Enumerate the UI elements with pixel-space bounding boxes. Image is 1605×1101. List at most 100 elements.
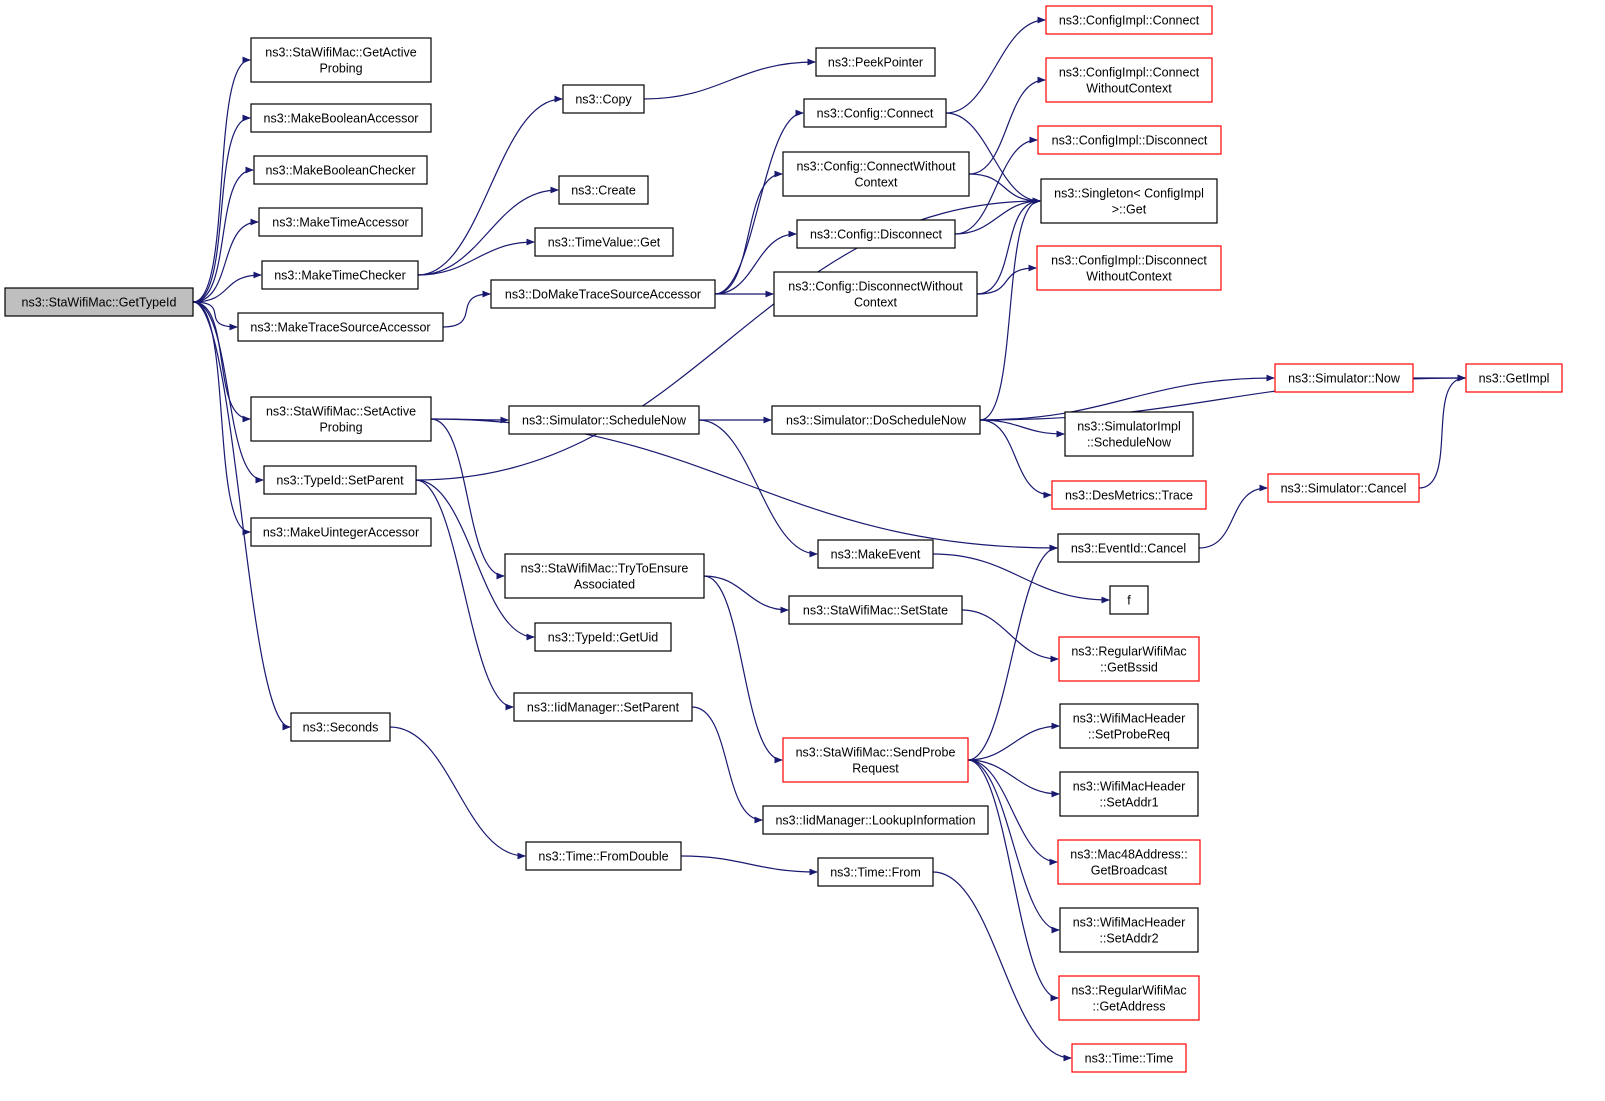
node-implDisconnect[interactable]: ns3::ConfigImpl::Disconnect bbox=[1037, 125, 1222, 155]
node-box bbox=[250, 103, 432, 133]
edge-setActiveProbing-to-eventIdCancel bbox=[430, 418, 1058, 552]
node-label: Context bbox=[854, 296, 898, 310]
node-peekPointer[interactable]: ns3::PeekPointer bbox=[815, 47, 936, 77]
node-label: ns3::Mac48Address:: bbox=[1070, 848, 1187, 862]
node-f[interactable]: f bbox=[1109, 585, 1149, 615]
node-box bbox=[796, 219, 956, 249]
node-typeIdSetParent[interactable]: ns3::TypeId::SetParent bbox=[263, 465, 417, 495]
edge-typeIdSetParent-to-singletonGet bbox=[415, 197, 1041, 481]
node-label: ns3::DesMetrics::Trace bbox=[1065, 489, 1193, 503]
node-makeBoolAcc[interactable]: ns3::MakeBooleanAccessor bbox=[250, 103, 432, 133]
node-iidSetParent[interactable]: ns3::IidManager::SetParent bbox=[513, 692, 693, 722]
node-doMakeTraceSrcAcc[interactable]: ns3::DoMakeTraceSourceAccessor bbox=[490, 279, 716, 309]
node-timeTime[interactable]: ns3::Time::Time bbox=[1071, 1043, 1187, 1073]
node-setAddr2[interactable]: ns3::WifiMacHeader::SetAddr2 bbox=[1059, 907, 1199, 953]
edge-timeFrom-to-timeTime bbox=[932, 871, 1072, 1062]
node-box bbox=[250, 396, 432, 442]
node-singletonGet[interactable]: ns3::Singleton< ConfigImpl>::Get bbox=[1040, 178, 1218, 224]
node-create[interactable]: ns3::Create bbox=[558, 175, 649, 205]
node-setAddr1[interactable]: ns3::WifiMacHeader::SetAddr1 bbox=[1059, 771, 1199, 817]
node-box bbox=[1059, 907, 1199, 953]
node-box bbox=[4, 287, 194, 317]
node-label: ns3::MakeTraceSourceAccessor bbox=[250, 321, 430, 335]
node-label: ns3::MakeUintegerAccessor bbox=[263, 526, 419, 540]
node-label: ns3::MakeEvent bbox=[831, 548, 921, 562]
node-label: ns3::ConfigImpl::Connect bbox=[1059, 14, 1200, 28]
node-eventIdCancel[interactable]: ns3::EventId::Cancel bbox=[1057, 533, 1200, 563]
node-getBssid[interactable]: ns3::RegularWifiMac::GetBssid bbox=[1058, 636, 1200, 682]
edge-cfgConnectWC-to-implConnectWC bbox=[968, 76, 1046, 175]
node-box bbox=[788, 595, 963, 625]
node-box bbox=[490, 279, 716, 309]
node-box bbox=[771, 405, 981, 435]
node-setState[interactable]: ns3::StaWifiMac::SetState bbox=[788, 595, 963, 625]
edge-root-to-typeIdSetParent bbox=[192, 301, 264, 484]
node-root[interactable]: ns3::StaWifiMac::GetTypeId bbox=[4, 287, 194, 317]
node-getBroadcast[interactable]: ns3::Mac48Address::GetBroadcast bbox=[1057, 839, 1201, 885]
node-makeEvent[interactable]: ns3::MakeEvent bbox=[817, 539, 934, 569]
node-makeTimeAcc[interactable]: ns3::MakeTimeAccessor bbox=[258, 207, 423, 237]
node-box bbox=[250, 517, 432, 547]
node-box bbox=[817, 539, 934, 569]
node-box bbox=[237, 312, 444, 342]
edge-makeTimeChk-to-create bbox=[417, 186, 559, 276]
node-label: WithoutContext bbox=[1086, 82, 1172, 96]
node-label: Request bbox=[852, 762, 899, 776]
node-makeUintAcc[interactable]: ns3::MakeUintegerAccessor bbox=[250, 517, 432, 547]
node-implConnect[interactable]: ns3::ConfigImpl::Connect bbox=[1045, 5, 1213, 35]
node-label: ns3::TimeValue::Get bbox=[548, 236, 661, 250]
node-box bbox=[534, 227, 674, 257]
edge-root-to-getActiveProbing bbox=[192, 56, 251, 303]
edge-doScheduleNow-to-simImplScheduleNow bbox=[979, 419, 1065, 438]
node-copy[interactable]: ns3::Copy bbox=[562, 84, 645, 114]
node-box bbox=[1057, 533, 1200, 563]
node-label: ns3::Time::Time bbox=[1085, 1052, 1174, 1066]
node-box bbox=[261, 260, 419, 290]
node-scheduleNow[interactable]: ns3::Simulator::ScheduleNow bbox=[508, 405, 700, 435]
node-box bbox=[1036, 245, 1222, 291]
node-box bbox=[508, 405, 700, 435]
node-doScheduleNow[interactable]: ns3::Simulator::DoScheduleNow bbox=[771, 405, 981, 435]
node-box bbox=[525, 841, 682, 871]
node-timeValueGet[interactable]: ns3::TimeValue::Get bbox=[534, 227, 674, 257]
node-simImplScheduleNow[interactable]: ns3::SimulatorImpl::ScheduleNow bbox=[1064, 411, 1194, 457]
edge-cfgDisconnectWC-to-singletonGet bbox=[976, 197, 1041, 295]
node-makeTraceSrcAcc[interactable]: ns3::MakeTraceSourceAccessor bbox=[237, 312, 444, 342]
node-label: ns3::WifiMacHeader bbox=[1073, 712, 1186, 726]
node-seconds[interactable]: ns3::Seconds bbox=[290, 712, 391, 742]
node-timeFrom[interactable]: ns3::Time::From bbox=[817, 857, 934, 887]
node-simCancel[interactable]: ns3::Simulator::Cancel bbox=[1267, 473, 1420, 503]
node-makeTimeChk[interactable]: ns3::MakeTimeChecker bbox=[261, 260, 419, 290]
edge-typeIdSetParent-to-getUid bbox=[415, 479, 535, 641]
node-implDisconnectWC[interactable]: ns3::ConfigImpl::DisconnectWithoutContex… bbox=[1036, 245, 1222, 291]
node-box bbox=[1058, 975, 1200, 1021]
node-simNow[interactable]: ns3::Simulator::Now bbox=[1274, 363, 1414, 393]
node-cfgConnect[interactable]: ns3::Config::Connect bbox=[803, 98, 947, 128]
node-box bbox=[817, 857, 934, 887]
node-box bbox=[815, 47, 936, 77]
node-getImpl[interactable]: ns3::GetImpl bbox=[1465, 363, 1563, 393]
node-fromDouble[interactable]: ns3::Time::FromDouble bbox=[525, 841, 682, 871]
node-getAddress[interactable]: ns3::RegularWifiMac::GetAddress bbox=[1058, 975, 1200, 1021]
edge-sendProbe-to-setProbeReq bbox=[967, 722, 1060, 761]
node-box bbox=[1045, 57, 1213, 103]
node-makeBoolChk[interactable]: ns3::MakeBooleanChecker bbox=[253, 155, 428, 185]
edge-cfgConnect-to-implConnect bbox=[945, 16, 1046, 114]
edge-makeEvent-to-f bbox=[932, 553, 1110, 604]
node-getUid[interactable]: ns3::TypeId::GetUid bbox=[534, 622, 672, 652]
node-box bbox=[290, 712, 391, 742]
node-desMetricsTrace[interactable]: ns3::DesMetrics::Trace bbox=[1051, 480, 1207, 510]
node-setProbeReq[interactable]: ns3::WifiMacHeader::SetProbeReq bbox=[1059, 703, 1199, 749]
node-cfgDisconnect[interactable]: ns3::Config::Disconnect bbox=[796, 219, 956, 249]
edge-cfgDisconnectWC-to-implDisconnectWC bbox=[976, 264, 1037, 295]
node-lookupInfo[interactable]: ns3::IidManager::LookupInformation bbox=[762, 805, 989, 835]
node-label: ns3::Simulator::Cancel bbox=[1281, 482, 1407, 496]
node-box bbox=[263, 465, 417, 495]
